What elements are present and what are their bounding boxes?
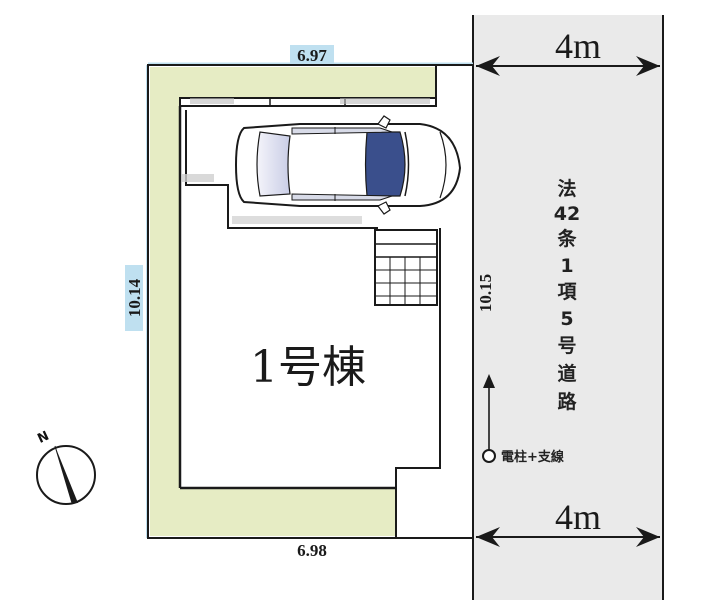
road-char: 条 xyxy=(557,227,577,250)
utility-pole: 電柱+支線 xyxy=(482,374,565,465)
road-classification: 法 42 条 1 項 5 号 道 路 xyxy=(554,177,580,413)
road-width-bottom-label: 4m xyxy=(555,497,601,537)
building-footprint xyxy=(178,97,441,490)
road-char: 1 xyxy=(560,255,573,277)
guy-wire-arrow-icon xyxy=(483,374,495,388)
bottom-width-dimension: 6.98 xyxy=(297,541,327,560)
road-width-top-dimension: 4m xyxy=(476,26,660,76)
road-char: 路 xyxy=(557,390,577,413)
top-width-dimension: 6.97 xyxy=(290,45,334,65)
road-area xyxy=(472,15,664,600)
road-char: 道 xyxy=(557,362,576,385)
road-width-bottom-dimension: 4m xyxy=(476,497,660,547)
left-depth-dimension: 10.14 xyxy=(125,265,144,331)
road-char: 5 xyxy=(560,308,573,330)
top-width-label: 6.97 xyxy=(297,46,327,65)
road-char: 42 xyxy=(554,203,580,225)
road-char: 項 xyxy=(557,281,577,303)
building-label: 1号棟 xyxy=(250,342,366,393)
compass-icon: N xyxy=(35,429,96,505)
north-label: N xyxy=(35,429,51,447)
left-depth-label: 10.14 xyxy=(125,278,144,317)
pole-circle-icon xyxy=(482,449,496,463)
right-depth-dimension: 10.15 xyxy=(476,274,495,312)
bottom-width-label: 6.98 xyxy=(297,541,327,560)
road-width-top-label: 4m xyxy=(555,26,601,66)
entrance-stairs xyxy=(374,229,438,306)
road-char: 法 xyxy=(557,177,576,200)
utility-pole-label: 電柱+支線 xyxy=(501,449,565,465)
right-depth-label: 10.15 xyxy=(476,274,495,312)
road-char: 号 xyxy=(557,335,576,357)
car-icon xyxy=(234,115,462,215)
